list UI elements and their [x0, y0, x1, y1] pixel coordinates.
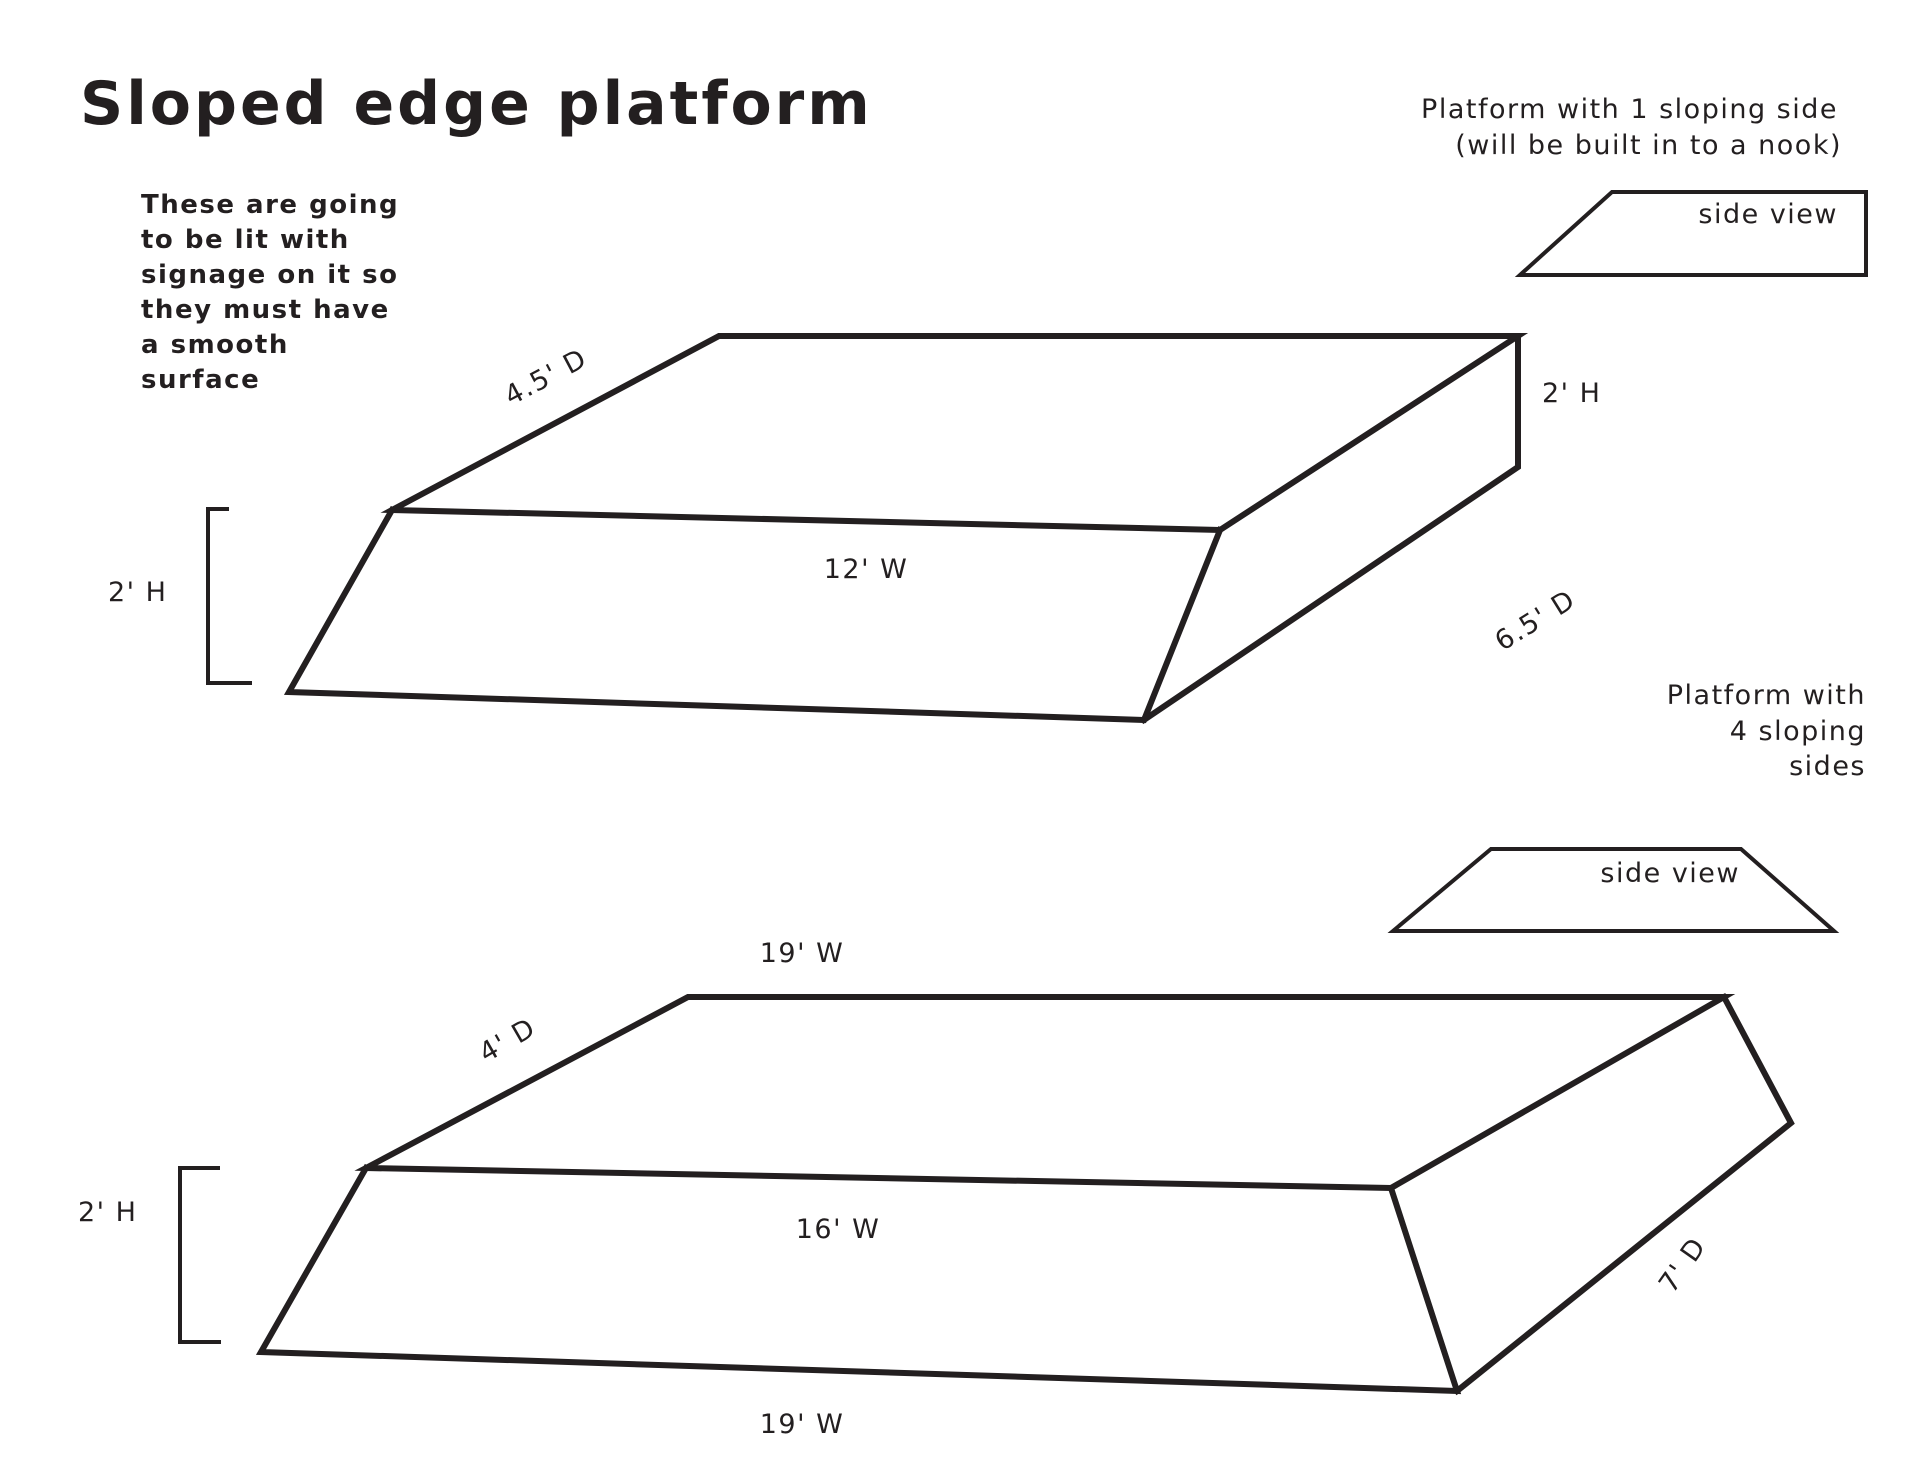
platform-2-side-depth-label: 7' D — [1653, 1232, 1713, 1299]
platform-1-caption: Platform with 1 sloping side (will be bu… — [1421, 94, 1842, 161]
note-line: These are going — [141, 190, 399, 220]
platform-2-left-height-label: 2' H — [78, 1197, 138, 1228]
platform-2-right-face-edges — [1452, 992, 1795, 1396]
platform-1-side-depth-label: 6.5' D — [1490, 584, 1582, 657]
platform-1-caption-line: Platform with 1 sloping side — [1421, 94, 1838, 125]
platform-2-side-view-shape — [1387, 847, 1840, 933]
platform-1-right-face-edges — [1139, 333, 1521, 725]
note-line: they must have — [141, 295, 390, 325]
platform-1-side-view: side view — [1514, 190, 1868, 277]
note-line: a smooth — [141, 330, 289, 360]
platform-2-drawing — [178, 992, 1795, 1396]
note-line: to be lit with — [141, 225, 350, 255]
note-line: surface — [141, 365, 260, 395]
platform-1-front-face-edges — [283, 505, 1224, 724]
platform-2-side-view-label: side view — [1600, 858, 1740, 889]
platform-2-caption-line: 4 sloping — [1730, 716, 1866, 747]
platform-2-top-width-label: 19' W — [760, 938, 845, 969]
platform-2-top-face — [354, 994, 1736, 1192]
platform-2-caption-line: sides — [1789, 751, 1866, 782]
platform-2-caption-line: Platform with — [1667, 680, 1866, 711]
platform-1-top-depth-label: 4.5' D — [500, 343, 593, 412]
platform-2-bottom-width-label: 19' W — [760, 1409, 845, 1440]
platform-2-front-width-label: 16' W — [796, 1214, 881, 1245]
platform-2-front-face-edges — [255, 1163, 1462, 1395]
signage-note: These are going to be lit with signage o… — [141, 190, 399, 395]
platform-1-side-view-shape — [1514, 190, 1868, 277]
platform-1-caption-line: (will be built in to a nook) — [1455, 130, 1842, 161]
platform-1-left-height-label: 2' H — [108, 577, 168, 608]
platform-2-side-view: side view — [1387, 847, 1840, 933]
page-title: Sloped edge platform — [80, 69, 873, 139]
platform-1-drawing — [206, 333, 1529, 725]
platform-1-right-height-label: 2' H — [1542, 378, 1602, 409]
platform-1-height-bracket — [206, 507, 252, 685]
platform-1-side-view-label: side view — [1698, 199, 1838, 230]
note-line: signage on it so — [141, 260, 399, 290]
platform-2-top-depth-label: 4' D — [474, 1012, 541, 1069]
platform-1-front-width-label: 12' W — [824, 554, 909, 585]
platform-2-height-bracket — [178, 1166, 221, 1344]
platform-2-caption: Platform with 4 sloping sides — [1667, 680, 1866, 782]
